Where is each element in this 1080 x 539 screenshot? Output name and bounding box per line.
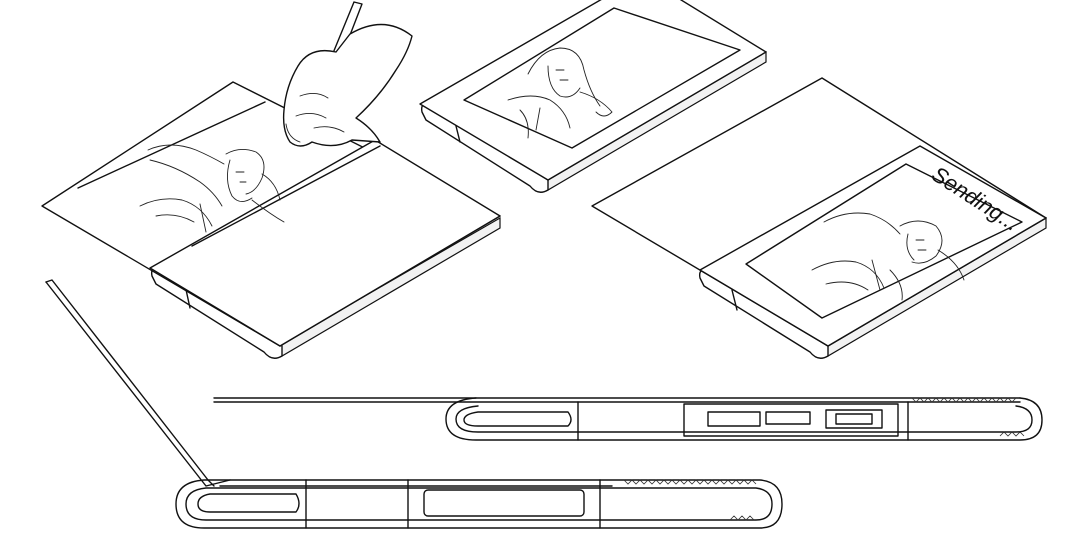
- hand-outline: [282, 23, 413, 147]
- screen-frame: [463, 7, 741, 149]
- tilted-display-edge: [45, 279, 215, 487]
- roller-outer: [175, 479, 783, 529]
- chip-block: [825, 409, 883, 429]
- device-top-panel: [419, 0, 767, 181]
- cross-section-folded: [213, 397, 1043, 441]
- roller-outer: [445, 397, 1043, 441]
- portrait-sketch: [811, 212, 965, 301]
- hand-with-stylus: [282, 1, 413, 147]
- component-housing: [683, 403, 899, 437]
- hinge-teeth: [623, 479, 757, 485]
- device-sending: Sending...: [591, 77, 1047, 359]
- internal-component: [423, 489, 585, 517]
- battery-block: [707, 411, 761, 427]
- device-top-panel: [699, 145, 1047, 347]
- cross-section-extended: [175, 479, 783, 529]
- hinge-teeth: [911, 397, 1017, 403]
- rolled-end-cap: [420, 102, 549, 193]
- connector-block: [765, 411, 811, 425]
- portrait-sketch: [507, 47, 613, 139]
- device-top-panel: [149, 139, 501, 347]
- device-drawing-extended: [41, 81, 501, 359]
- screen-frame: [745, 163, 1023, 319]
- portrait-sketch: [139, 144, 285, 233]
- device-compact: [419, 0, 767, 193]
